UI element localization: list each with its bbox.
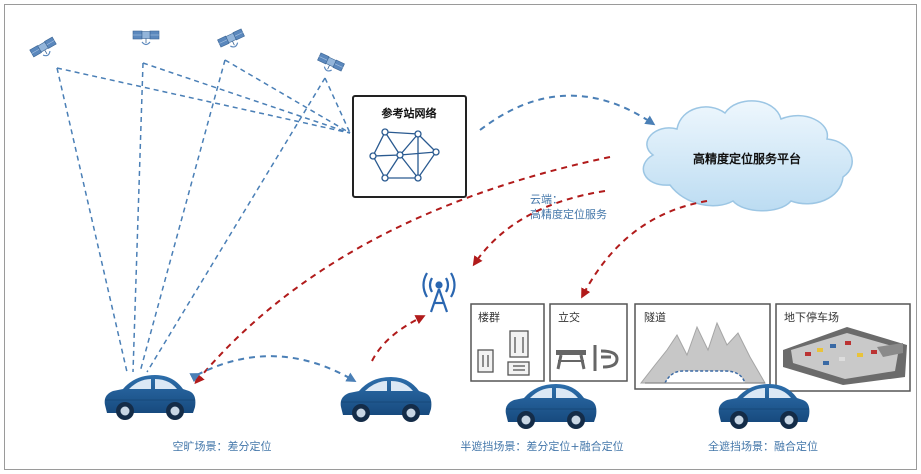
satellite-signal-lines: [56, 59, 351, 373]
diagram-canvas: 参考站网络 高精度定位服务平台 云端： 高精度定位服务: [29, 28, 911, 453]
cloud-platform-icon: 高精度定位服务平台: [642, 100, 853, 212]
reference-network-title: 参考站网络: [382, 106, 437, 120]
scene-overpass-title: 立交: [558, 310, 580, 324]
cloud-platform-label: 高精度定位服务平台: [693, 151, 801, 166]
scene-parking-title: 地下停车场: [784, 310, 839, 324]
car-to-tower-arrow: [371, 315, 426, 362]
parking-garage-icon: [783, 327, 907, 385]
tunnel-mountain-icon: [639, 321, 766, 384]
cell-tower-icon: [422, 272, 456, 313]
reference-network-box: 参考站网络: [352, 95, 467, 198]
caption-open-scene: 空旷场景：差分定位: [173, 439, 272, 453]
car-open-scene: [104, 374, 196, 421]
scene-tunnel-panel: 隧道: [634, 303, 771, 390]
satellite-icon: [314, 52, 346, 77]
scene-parking-panel: 地下停车场: [775, 303, 911, 392]
car-semi-scene-1: [340, 376, 432, 423]
satellite-icon: [29, 36, 60, 63]
car-semi-scene-2: [505, 383, 597, 430]
reference-to-cloud-arrow: [479, 94, 656, 131]
cloud-to-tower-arrow: [472, 190, 606, 267]
satellite-icon: [132, 30, 160, 46]
car-to-car-arrow: [189, 355, 357, 383]
caption-full-scene: 全遮挡场景：融合定位: [708, 439, 818, 453]
building-icon: [477, 330, 530, 376]
scene-building-title: 楼群: [478, 310, 500, 324]
diagram-frame: 参考站网络 高精度定位服务平台 云端： 高精度定位服务: [4, 4, 917, 470]
scene-overpass-panel: 立交: [549, 303, 628, 382]
cloud-to-open-car-arrow: [194, 156, 611, 385]
cloud-to-scenes-arrow: [581, 200, 708, 299]
overpass-icon: [556, 345, 619, 371]
scene-building-panel: 楼群: [470, 303, 545, 382]
cloud-service-note-line2: 高精度定位服务: [530, 207, 607, 221]
cloud-service-note-line1: 云端：: [530, 193, 563, 206]
satellite-icon: [216, 28, 248, 53]
caption-semi-scene: 半遮挡场景：差分定位+融合定位: [460, 439, 623, 453]
scene-tunnel-title: 隧道: [644, 310, 666, 324]
